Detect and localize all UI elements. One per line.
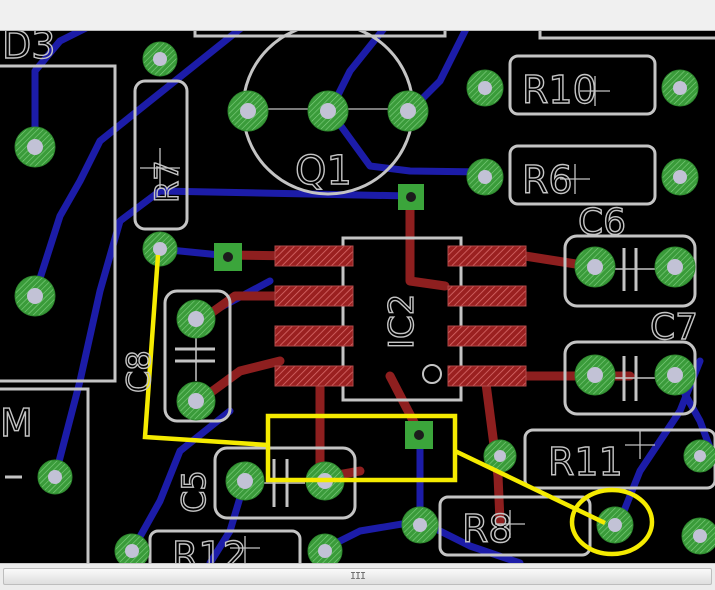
label-d3: D3	[2, 31, 55, 67]
label-c7: C7	[650, 307, 698, 348]
square-vias[interactable]	[214, 184, 433, 449]
pcb-layout-canvas[interactable]: D3 Q1 R10 R6 C6 C7 M R11 R8 R12 R7 IC2 C…	[0, 31, 715, 563]
label-r7: R7	[148, 160, 186, 203]
label-c6: C6	[578, 202, 626, 243]
label-c8: C8	[120, 350, 158, 393]
yellow-annotation	[142, 254, 655, 557]
label-r6: R6	[522, 158, 573, 202]
scrollbar-grip-icon: III	[349, 571, 366, 582]
scrollbar-thumb[interactable]: III	[3, 568, 712, 585]
label-r8: R8	[462, 507, 513, 551]
label-r12: R12	[172, 534, 247, 563]
ic2-smd-pads	[274, 245, 527, 387]
label-c5: C5	[175, 470, 213, 513]
label-q1: Q1	[295, 148, 352, 194]
label-r10: R10	[522, 68, 597, 112]
silkscreen-outlines	[0, 31, 715, 563]
pad-drill-holes	[27, 52, 707, 558]
horizontal-scrollbar[interactable]: III	[0, 563, 715, 590]
label-ic2: IC2	[382, 294, 422, 349]
window-top-edge	[0, 0, 715, 31]
through-hole-pads[interactable]	[14, 41, 715, 563]
label-m: M	[0, 401, 33, 445]
label-r11: R11	[548, 440, 623, 484]
